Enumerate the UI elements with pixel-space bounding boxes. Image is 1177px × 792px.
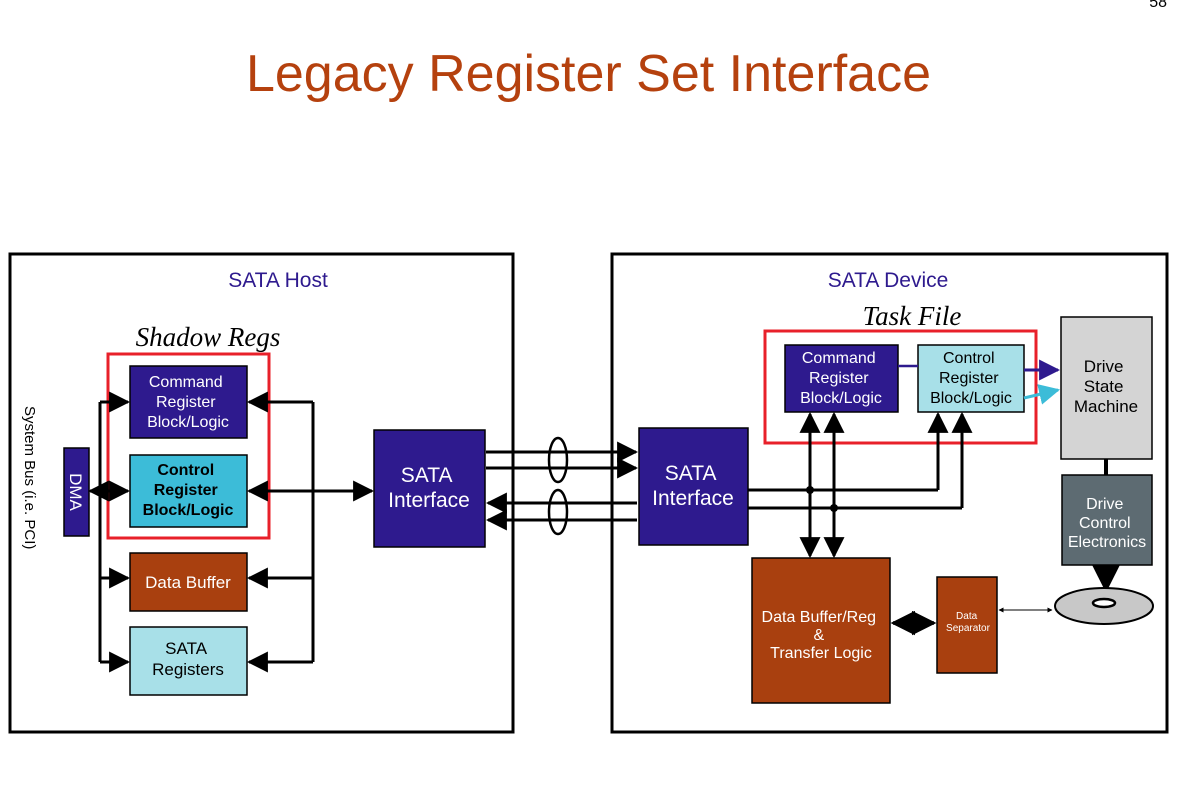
- svg-text:Drive Control Electron: Drive Control Electronics: [1068, 496, 1146, 551]
- host-control-line3: Block/Logic: [143, 502, 234, 519]
- drive-state-line3: Machine: [1074, 397, 1138, 416]
- page-number: 58: [1149, 0, 1167, 11]
- host-data-buffer-label: Data Buffer: [145, 573, 231, 592]
- host-sata-if-line1: SATA: [401, 464, 453, 487]
- device-command-line2: Register: [809, 370, 869, 387]
- sata-host-frame: [8, 252, 515, 734]
- shadow-regs-label: Shadow Regs: [136, 322, 281, 352]
- device-command-line3: Block/Logic: [800, 390, 882, 407]
- device-data-buffer: [751, 557, 891, 704]
- svg-text:Drive State Machine: Drive State Machine: [1074, 357, 1138, 416]
- host-left-bus: [87, 391, 131, 673]
- host-control-line2: Register: [154, 482, 218, 499]
- junction-dot: [806, 486, 814, 494]
- drive-state-machine: [1060, 316, 1153, 460]
- host-command-line2: Register: [156, 394, 216, 411]
- device-buffer-line3: Transfer Logic: [770, 645, 872, 662]
- device-command-block: [784, 344, 899, 413]
- device-sata-interface: [638, 427, 749, 546]
- device-bus-wiring: [748, 411, 973, 559]
- disk-platter-icon: [1054, 587, 1154, 625]
- control-to-state-arrow-2: [1023, 384, 1061, 405]
- host-data-buffer: [129, 552, 248, 612]
- device-buffer-line1: Data Buffer/Reg: [762, 609, 876, 626]
- task-file-label: Task File: [863, 301, 962, 331]
- host-sata-interface: [373, 429, 486, 548]
- dma-label: DMA: [66, 473, 85, 511]
- device-control-block: [917, 344, 1025, 413]
- drive-control-line3: Electronics: [1068, 534, 1146, 551]
- device-buffer-line2: &: [813, 627, 824, 644]
- svg-text:Control Register Block: Control Register Block/Logic: [930, 350, 1012, 407]
- svg-text:Command Register Block: Command Register Block/Logic: [147, 374, 229, 431]
- separator-line1: Data: [956, 611, 978, 622]
- slide-title: Legacy Register Set Interface: [245, 45, 932, 103]
- host-sata-reg-line2: Registers: [152, 660, 224, 679]
- svg-text:SATA Interface: SATA Interface: [652, 462, 734, 510]
- device-control-line1: Control: [943, 350, 995, 367]
- device-control-line3: Block/Logic: [930, 390, 1012, 407]
- rx-pair-ring: [547, 488, 569, 536]
- device-sata-if-line2: Interface: [652, 487, 734, 510]
- drive-state-line1: Drive: [1084, 357, 1124, 376]
- host-right-bus: [246, 391, 375, 673]
- task-file-highlight: [763, 329, 1038, 445]
- drive-control-line1: Drive: [1086, 496, 1123, 513]
- host-command-line3: Block/Logic: [147, 414, 229, 431]
- device-command-line1: Command: [802, 350, 876, 367]
- sata-device-heading: SATA Device: [828, 269, 949, 292]
- host-command-line1: Command: [149, 374, 223, 391]
- dma-block: [63, 447, 90, 537]
- device-control-line2: Register: [939, 370, 999, 387]
- svg-text:SATA Interface: SATA Interface: [388, 464, 470, 512]
- shadow-regs-highlight: [106, 352, 271, 540]
- host-control-line1: Control: [157, 462, 214, 479]
- host-sata-if-line2: Interface: [388, 489, 470, 512]
- sata-host-heading: SATA Host: [228, 269, 328, 292]
- host-sata-reg-line1: SATA: [165, 639, 208, 658]
- svg-text:Data Buffer/Reg & Tran: Data Buffer/Reg & Transfer Logic: [762, 609, 881, 662]
- host-sata-registers: [129, 626, 248, 696]
- svg-text:Data Separator: Data Separator: [946, 611, 991, 634]
- drive-control-electronics: [1061, 474, 1153, 566]
- svg-text:SATA Registers: SATA Registers: [152, 639, 224, 679]
- svg-text:Command Register Block: Command Register Block/Logic: [800, 350, 882, 407]
- serial-link: [485, 436, 639, 536]
- data-separator: [936, 576, 998, 674]
- svg-text:Control Register Block: Control Register Block/Logic: [143, 462, 234, 519]
- tx-pair-ring: [547, 436, 569, 484]
- separator-line2: Separator: [946, 623, 991, 634]
- drive-state-line2: State: [1084, 377, 1124, 396]
- drive-control-line2: Control: [1079, 515, 1131, 532]
- junction-dot: [830, 504, 838, 512]
- device-sata-if-line1: SATA: [665, 462, 717, 485]
- sata-device-frame: [610, 252, 1169, 734]
- system-bus-label: System Bus (i.e. PCI): [21, 406, 38, 549]
